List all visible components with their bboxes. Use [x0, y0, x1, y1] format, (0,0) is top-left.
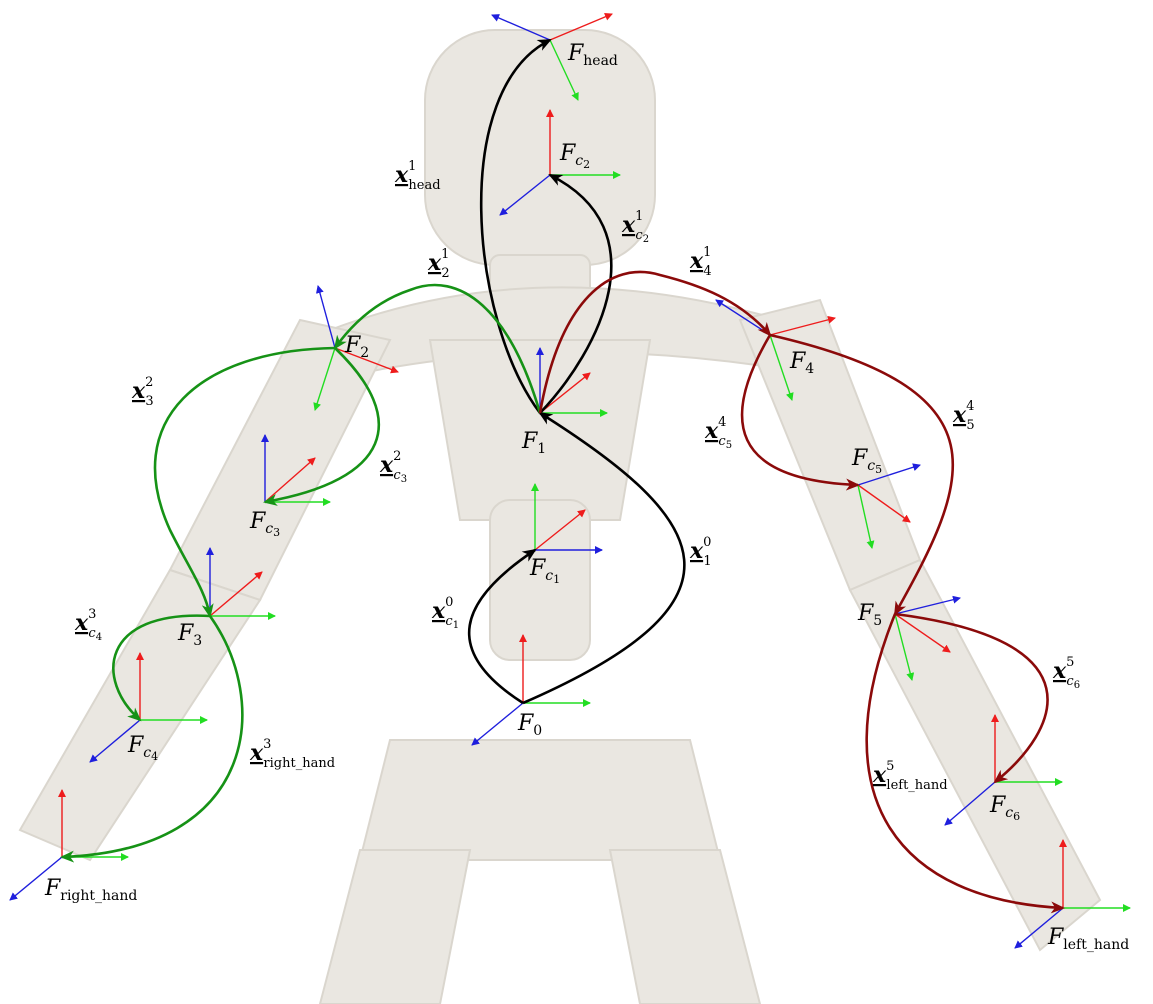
label-f-0: F0: [517, 711, 542, 739]
label-f-left-hand: Fleft_hand: [1047, 925, 1129, 953]
robot-right-upper-arm: [170, 320, 390, 600]
robot-right-leg: [610, 850, 760, 1004]
robot-silhouette: [20, 30, 1100, 1004]
robot-left-upper-arm: [740, 300, 920, 590]
robot-head: [425, 30, 655, 265]
robot-left-leg: [320, 850, 470, 1004]
label-f-right-hand: Fright_hand: [44, 876, 137, 904]
robot-pelvis: [360, 740, 720, 860]
